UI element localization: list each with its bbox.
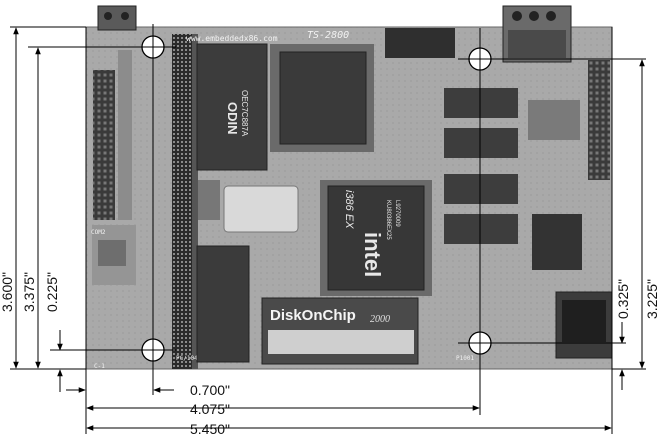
com-header: COM2 <box>91 50 136 285</box>
intel-code2: L9270009 <box>394 200 400 227</box>
intel-brand: intel <box>360 232 385 277</box>
pc104-header: PC/104 <box>172 34 198 369</box>
dim-v-left-inner: 0.225" <box>44 272 60 312</box>
bottom-left-label: C-1 <box>94 363 105 370</box>
crystal-oscillator <box>223 185 299 233</box>
dimension-labels: 3.600" 3.375" 0.225" 0.325" 3.225" 0.700… <box>0 272 660 437</box>
silkscreen-url: www.embeddedx86.com <box>186 34 278 43</box>
dimension-lines <box>13 27 645 431</box>
jumper-block <box>385 28 455 58</box>
intel-code1: KU80386EX25 <box>385 200 391 240</box>
bottom-right-label: P1001 <box>456 355 474 362</box>
dim-v-right-outer: 3.225" <box>644 279 660 319</box>
dim-v-right-inner: 0.325" <box>615 279 631 319</box>
com2-label: COM2 <box>91 229 106 236</box>
diskonchip-suffix: 2000 <box>370 314 390 325</box>
memory-chips <box>444 60 610 270</box>
odin-brand: ODIN <box>225 102 240 135</box>
sram-chip <box>196 245 250 363</box>
dim-v-left-mid: 3.375" <box>21 272 37 312</box>
dim-h-2: 4.075" <box>190 401 230 417</box>
main-qfp-chip <box>270 44 374 152</box>
odin-part: OEC7C887A <box>240 90 249 137</box>
dim-h-1: 0.700" <box>190 382 230 398</box>
intel-386ex-chip: intel i386 EX KU80386EX25 L9270009 <box>320 180 432 296</box>
small-ic <box>198 180 220 220</box>
dim-h-3: 5.450" <box>190 421 230 437</box>
diskonchip-title: DiskOnChip <box>270 307 356 324</box>
dim-v-left-outer: 3.600" <box>0 272 15 312</box>
board-model: TS-2800 <box>307 30 349 41</box>
pc104-label: PC/104 <box>176 355 198 362</box>
diskonchip-module: DiskOnChip 2000 <box>261 297 419 365</box>
terminal-block-left <box>97 5 137 31</box>
extension-lines <box>10 24 646 434</box>
intel-part: i386 EX <box>343 190 355 229</box>
odin-chip: ODIN OEC7C887A <box>196 43 268 171</box>
